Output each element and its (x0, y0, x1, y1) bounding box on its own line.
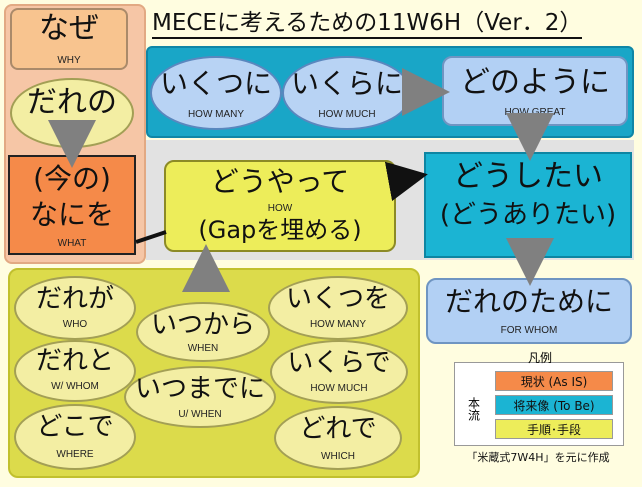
node-darenotameni: だれのために FOR WHOM (426, 278, 632, 344)
legend-title: 凡例 (527, 351, 552, 365)
node-label: どうしたい (453, 159, 603, 194)
source-note: 「米蔵式7W4H」を元に作成 (466, 451, 610, 464)
node-sublabel: HOW (267, 203, 293, 214)
node-sublabel: WILL (516, 239, 540, 250)
node-doushitai: どうしたい (どうありたい) WILL (424, 152, 632, 258)
node-naze: なぜ WHY (10, 8, 128, 70)
node-label: どれで (299, 414, 377, 444)
legend-side-label: 本流 (466, 397, 481, 421)
node-dareno: だれの WHOSE (10, 78, 134, 148)
node-label: だれが (35, 284, 114, 314)
node-ikurani: いくらに HOW MUCH (282, 56, 412, 130)
node-label: だれと (35, 346, 114, 376)
node-label: だれの (27, 85, 117, 120)
node-sublabel: HOW MUCH (318, 109, 376, 120)
node-sublabel: HOW MANY (187, 109, 245, 120)
node-label: いつから (150, 310, 255, 340)
node-label-line2: なにを (29, 198, 114, 231)
node-dokode: どこで WHERE (14, 404, 136, 470)
node-donoyouni: どのように HOW GREAT (442, 56, 628, 126)
node-label: どのように (460, 65, 610, 100)
node-label-line2: (どうありたい) (439, 200, 617, 230)
legend-item-as-is: 現状 (As IS) (495, 371, 613, 391)
diagram-title: MECEに考えるための11W6H（Ver．2） (152, 12, 583, 39)
node-label: いくらで (287, 348, 391, 378)
node-darega: だれが WHO (14, 276, 136, 340)
node-sublabel: FOR WHOM (500, 325, 558, 336)
node-sublabel: WHO (62, 319, 88, 330)
legend-item-procedure: 手順･手段 (495, 419, 613, 439)
node-sublabel: W/ WHOM (51, 381, 99, 392)
node-sublabel: WHERE (56, 449, 94, 460)
node-label: いくらに (290, 67, 403, 100)
node-ikutsuwo: いくつを HOW MANY (268, 276, 408, 340)
node-douyatte: どうやって HOW (Gapを埋める) (164, 160, 396, 252)
node-ikurade: いくらで HOW MUCH (270, 340, 408, 404)
node-sublabel: HOW MUCH (310, 383, 368, 394)
node-sublabel: WHICH (321, 451, 355, 462)
node-label: いくつに (159, 67, 272, 100)
legend: 凡例 本流 現状 (As IS) 将来像 (To Be) 手順･手段 (454, 351, 624, 446)
node-label: どうやって (210, 165, 350, 198)
node-label: どこで (36, 412, 114, 442)
node-label: なぜ (39, 11, 99, 46)
node-label: (今の) (33, 162, 111, 195)
node-itsukara: いつから WHEN (136, 302, 270, 362)
node-sublabel: HOW MANY (309, 319, 367, 330)
node-label: だれのために (444, 285, 613, 318)
node-sublabel: WHAT (57, 238, 87, 249)
legend-item-to-be: 将来像 (To Be) (495, 395, 613, 415)
node-sublabel: WHEN (187, 343, 219, 354)
node-sublabel: U/ WHEN (178, 409, 222, 420)
node-durede: どれで WHICH (274, 406, 402, 470)
node-itsumadeni: いつまでに U/ WHEN (124, 366, 276, 428)
node-label: いつまでに (134, 374, 265, 404)
node-sublabel: WHOSE (53, 123, 91, 134)
node-dareto: だれと W/ WHOM (14, 340, 136, 402)
node-ikutsuni: いくつに HOW MANY (150, 56, 282, 130)
node-label: いくつを (285, 284, 390, 314)
node-sublabel: WHY (57, 55, 81, 66)
node-imano-what: (今の) なにを WHAT (8, 155, 136, 255)
node-sublabel: HOW GREAT (504, 107, 566, 118)
node-label-line2: (Gapを埋める) (198, 216, 362, 244)
